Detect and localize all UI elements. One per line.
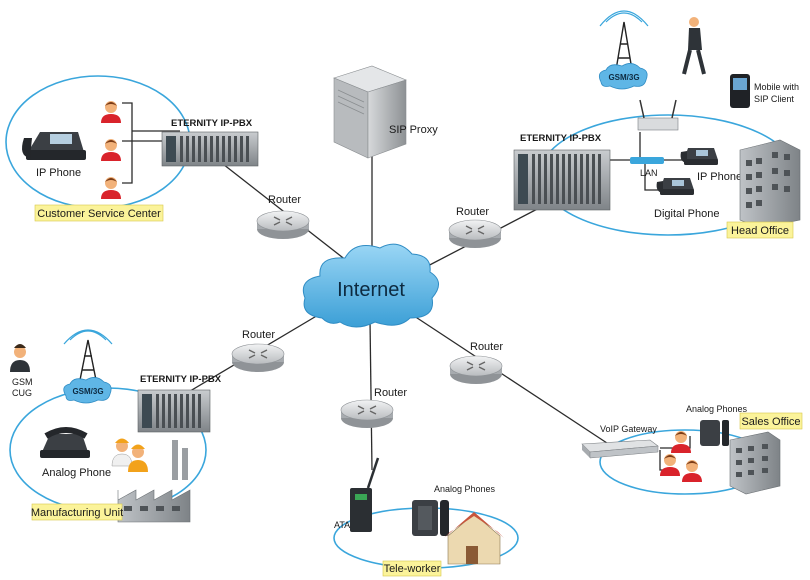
link-sales-office bbox=[404, 309, 611, 446]
link-ho-digital bbox=[644, 160, 658, 191]
sip-proxy-label: SIP Proxy bbox=[389, 124, 438, 136]
sales-person-icon bbox=[660, 454, 680, 476]
ip-pbx-icon bbox=[137, 389, 211, 433]
gsm-cloud-icon: GSM/3G bbox=[63, 377, 112, 404]
ho-pbx-label: ETERNITY IP-PBX bbox=[520, 133, 602, 144]
ho-lan-label: LAN bbox=[640, 168, 658, 178]
sales-office-site: VoIP Gateway Analog Phones Sales Office bbox=[581, 404, 803, 495]
mf-pbx-label: ETERNITY IP-PBX bbox=[140, 374, 222, 385]
cug-person-icon bbox=[10, 344, 30, 372]
ho-gsm-label: GSM/3G bbox=[608, 73, 639, 82]
voip-gateway-icon bbox=[581, 439, 659, 459]
agent-icon bbox=[101, 139, 121, 161]
house-icon bbox=[444, 512, 504, 565]
ata-device-icon bbox=[350, 457, 380, 532]
ho-ip-phone-label: IP Phone bbox=[697, 171, 742, 183]
cs-site-label: Customer Service Center bbox=[37, 208, 161, 220]
analog-phone-icon bbox=[700, 420, 729, 446]
ho-digital-phone-label: Digital Phone bbox=[654, 208, 719, 220]
cs-pbx-label: ETERNITY IP-PBX bbox=[171, 118, 253, 129]
walking-person-icon bbox=[682, 17, 706, 75]
mf-phone-label: Analog Phone bbox=[42, 467, 111, 479]
so-phones-label: Analog Phones bbox=[686, 404, 748, 414]
office-building-icon bbox=[729, 431, 781, 495]
router-center: Router bbox=[340, 387, 407, 429]
agent-icon bbox=[101, 177, 121, 199]
manufacturing-site: GSM CUG GSM/3G ETERNITY IP-PBX Analo bbox=[10, 329, 222, 523]
internet-cloud: Internet bbox=[302, 243, 439, 328]
mf-gsm-label: GSM/3G bbox=[72, 387, 103, 396]
so-site-label: Sales Office bbox=[741, 416, 800, 428]
sip-proxy-server: SIP Proxy bbox=[333, 65, 438, 159]
ip-pbx-icon bbox=[513, 149, 611, 211]
tw-phones-label: Analog Phones bbox=[434, 484, 496, 494]
ip-pbx-icon bbox=[161, 131, 259, 167]
analog-phone-icon bbox=[412, 500, 449, 536]
router-left-label: Router bbox=[242, 329, 275, 341]
router-right: Router bbox=[449, 341, 503, 385]
gsm-tower-icon bbox=[63, 329, 113, 381]
so-site-tag bbox=[739, 412, 803, 430]
mf-cug-label-1: GSM bbox=[12, 377, 33, 387]
agent-icon bbox=[101, 101, 121, 123]
ho-mobile-label-1: Mobile with bbox=[754, 82, 799, 92]
link-cs-agents bbox=[122, 102, 180, 184]
router-top-left-label: Router bbox=[268, 194, 301, 206]
ip-phone-icon bbox=[22, 132, 86, 160]
analog-phone-icon bbox=[40, 427, 90, 458]
ho-site-tag bbox=[726, 221, 794, 239]
router-left: Router bbox=[231, 329, 285, 373]
router-right-label: Router bbox=[470, 341, 503, 353]
wifi-access-point-icon bbox=[637, 99, 679, 131]
ho-site-label: Head Office bbox=[731, 225, 789, 237]
digital-phone-icon bbox=[656, 178, 694, 195]
router-top-right-label: Router bbox=[456, 206, 489, 218]
gsm-tower-icon bbox=[599, 10, 649, 71]
cs-site-tag bbox=[34, 204, 164, 222]
tele-worker-site: ATA Analog Phones Tele-worker bbox=[334, 457, 504, 577]
link-tele-worker bbox=[369, 319, 373, 471]
factory-icon bbox=[117, 440, 191, 523]
tw-ata-label: ATA bbox=[334, 520, 350, 530]
head-office-site: GSM/3G Mobile with SIP Client ETERNITY I… bbox=[513, 10, 801, 239]
lan-switch-icon bbox=[630, 157, 664, 164]
cs-phone-label: IP Phone bbox=[36, 167, 81, 179]
sales-person-icon bbox=[682, 460, 702, 482]
customer-service-site: IP Phone ETERNITY IP-PBX Customer Servic… bbox=[22, 101, 259, 222]
router-center-label: Router bbox=[374, 387, 407, 399]
router-top-left: Router bbox=[256, 194, 310, 240]
mobile-phone-icon bbox=[730, 74, 750, 108]
ho-mobile-label-2: SIP Client bbox=[754, 94, 794, 104]
office-building-icon bbox=[739, 139, 801, 229]
ip-phone-icon bbox=[680, 148, 718, 165]
workers-icon bbox=[111, 438, 148, 472]
so-gateway-label: VoIP Gateway bbox=[600, 424, 657, 434]
tw-site-label: Tele-worker bbox=[384, 563, 441, 575]
router-top-right: Router bbox=[448, 206, 502, 249]
sales-person-icon bbox=[671, 431, 691, 453]
tw-site-tag bbox=[382, 560, 442, 577]
gsm-cloud-icon: GSM/3G bbox=[598, 63, 648, 90]
mf-cug-label-2: CUG bbox=[12, 388, 32, 398]
internet-label: Internet bbox=[337, 279, 405, 301]
mf-site-tag bbox=[31, 503, 123, 521]
mf-site-label: Manufacturing Unit bbox=[31, 507, 123, 519]
